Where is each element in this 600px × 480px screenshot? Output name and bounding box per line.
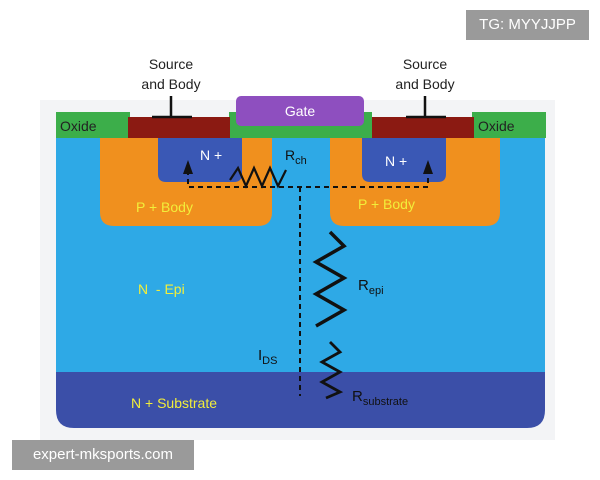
source-terminal-left (152, 96, 192, 119)
r-channel-resistor (229, 165, 287, 189)
oxide-left (56, 112, 130, 138)
watermark-bottom-left: expert-mksports.com (12, 440, 194, 470)
r-epi-resistor (312, 230, 348, 328)
r-channel-label: Rch (285, 147, 307, 167)
n-epi-label: N - Epi (138, 281, 185, 297)
n-plus-right-label: N + (385, 153, 407, 169)
r-substrate-label: Rsubstrate (352, 388, 408, 408)
n-plus-left (158, 138, 242, 182)
ids-label: IDS (258, 347, 277, 367)
gate-electrode (236, 96, 364, 126)
r-substrate-resistor (319, 341, 344, 400)
source-terminal-right (406, 96, 446, 119)
gate-label: Gate (285, 103, 316, 119)
n-plus-left-label: N + (200, 147, 222, 163)
source-body-left-label-1: Source (149, 56, 194, 72)
arrow-up-right (423, 160, 433, 174)
r-epi-label: Repi (358, 277, 384, 297)
source-body-right-label-1: Source (403, 56, 448, 72)
current-path (187, 170, 429, 396)
arrow-up-left (183, 160, 193, 174)
source-metal-left (128, 117, 230, 138)
p-body-left-label: P + Body (136, 199, 193, 215)
oxide-right-label: Oxide (478, 118, 515, 134)
oxide-right (472, 112, 546, 138)
n-substrate-region (56, 372, 545, 428)
p-body-right-label: P + Body (358, 196, 415, 212)
watermark-top-right: TG: MYYJJPP (466, 10, 589, 40)
n-substrate-label: N + Substrate (131, 395, 217, 411)
source-metal-right (372, 117, 474, 138)
source-body-left-label-2: and Body (141, 76, 200, 92)
oxide-left-label: Oxide (60, 118, 97, 134)
source-body-right-label-2: and Body (395, 76, 454, 92)
